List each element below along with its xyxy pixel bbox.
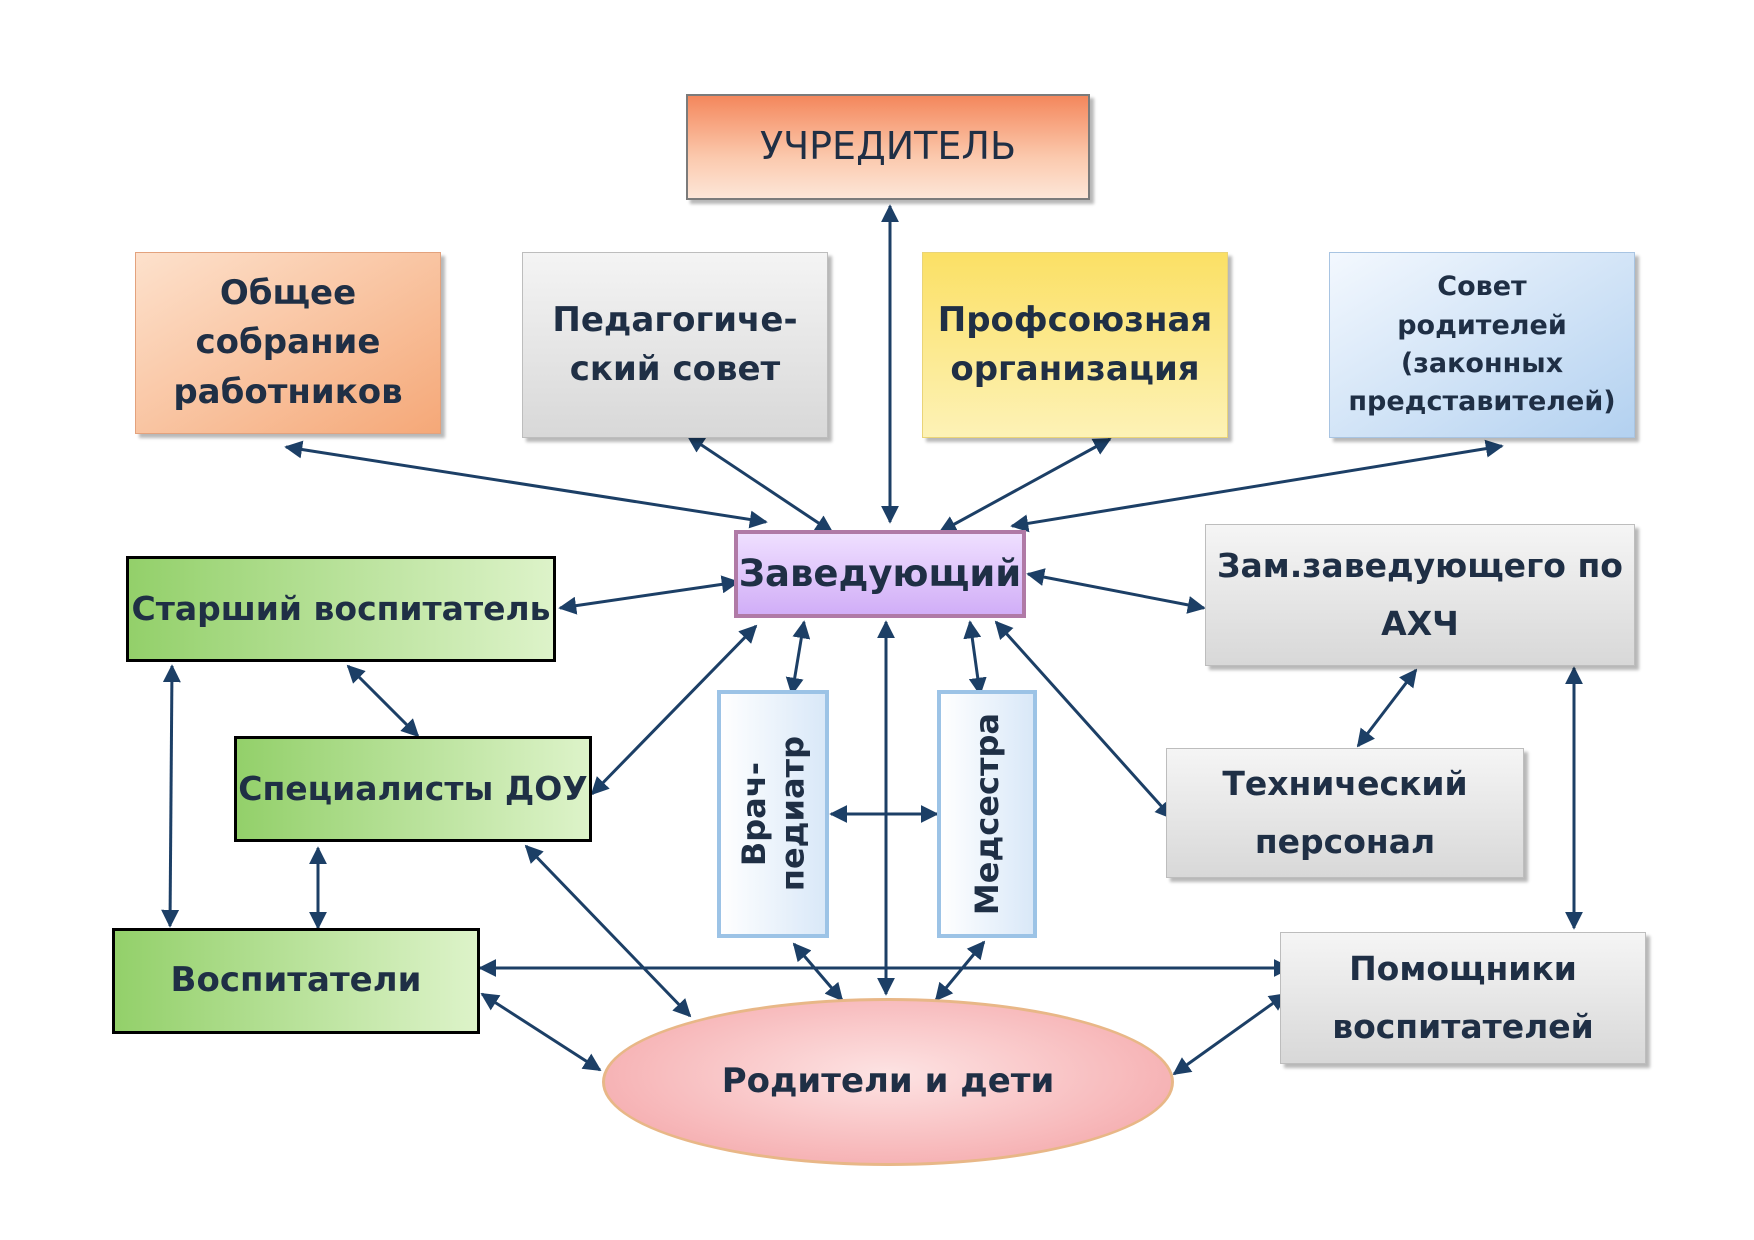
general-meeting-line-3: работников: [173, 371, 403, 412]
pedagogical-council-box: Педагогиче- ский совет: [522, 252, 828, 438]
teacher-assistants-box: Помощники воспитателей: [1280, 932, 1646, 1064]
pediatrician-line-2: педиатр: [773, 736, 811, 892]
teachers-box: Воспитатели: [112, 928, 480, 1034]
head-label: Заведующий: [738, 552, 1022, 596]
pediatrician-line-1: Врач-: [734, 761, 773, 867]
pedagogical-council-line-2: ский совет: [569, 349, 781, 389]
trade-union-box: Профсоюзная организация: [922, 252, 1228, 438]
arrow-head-senior-teacher: [558, 575, 740, 615]
arrow-head-nurse: [963, 620, 987, 696]
technical-staff-box: Технический персонал: [1166, 748, 1524, 878]
arrow-teacher-assistants-parents-children: [1172, 992, 1288, 1076]
technical-staff-line-1: Технический: [1222, 764, 1468, 804]
parents-council-line-2: родителей: [1397, 309, 1567, 341]
arrow-general-meeting-head: [284, 440, 768, 529]
parents-council-box: Совет родителей (законных представителей…: [1329, 252, 1635, 438]
arrow-head-technical-staff: [994, 620, 1174, 820]
arrow-deputy-technical-staff: [1356, 668, 1418, 748]
founder-box: УЧРЕДИТЕЛЬ: [686, 94, 1090, 200]
senior-teacher-label: Старший воспитатель: [131, 589, 551, 629]
arrow-senior-teacher-teachers: [161, 664, 181, 928]
parents-council-line-3: (законных: [1400, 348, 1564, 379]
parents-children-label: Родители и дети: [721, 1061, 1055, 1102]
pediatrician-box: Врач- педиатр: [717, 690, 829, 938]
parents-council-line-4: представителей): [1348, 386, 1616, 418]
arrow-nurse-parents-children: [934, 940, 986, 1002]
technical-staff-line-2: персонал: [1254, 822, 1436, 861]
deputy-line-1: Зам.заведующего по: [1217, 546, 1623, 586]
teachers-label: Воспитатели: [170, 960, 422, 1001]
parents-children-ellipse: Родители и дети: [602, 998, 1174, 1166]
pedagogical-council-line-1: Педагогиче-: [552, 299, 798, 340]
head-box: Заведующий: [734, 530, 1026, 618]
arrow-senior-teacher-specialists: [346, 664, 420, 738]
arrow-head-pediatrician: [785, 620, 811, 696]
general-meeting-line-2: собрание: [195, 322, 381, 363]
arrow-pediatrician-parents-children: [792, 942, 844, 1002]
arrow-head-deputy: [1026, 568, 1206, 614]
arrow-parents-council-head: [1010, 439, 1504, 533]
trade-union-line-1: Профсоюзная: [937, 299, 1213, 340]
specialists-label: Специалисты ДОУ: [238, 769, 588, 809]
teacher-assistants-line-2: воспитателей: [1332, 1007, 1594, 1046]
senior-teacher-box: Старший воспитатель: [126, 556, 556, 662]
nurse-label: Медсестра: [967, 712, 1006, 916]
arrow-teachers-parents-children: [480, 992, 602, 1072]
trade-union-line-2: организация: [950, 349, 1200, 389]
founder-label: УЧРЕДИТЕЛЬ: [759, 124, 1017, 169]
arrow-head-specialists: [590, 624, 758, 796]
arrow-pedagogical-council-head: [686, 434, 834, 534]
general-meeting-box: Общее собрание работников: [135, 252, 441, 434]
specialists-box: Специалисты ДОУ: [234, 736, 592, 842]
parents-council-line-1: Совет: [1437, 271, 1527, 303]
deputy-line-2: АХЧ: [1381, 604, 1459, 643]
nurse-box: Медсестра: [937, 690, 1037, 938]
teacher-assistants-line-1: Помощники: [1349, 949, 1577, 989]
general-meeting-line-1: Общее: [219, 273, 357, 314]
arrow-trade-union-head: [938, 437, 1112, 534]
arrow-specialists-parents-children: [524, 844, 692, 1018]
deputy-box: Зам.заведующего по АХЧ: [1205, 524, 1635, 666]
